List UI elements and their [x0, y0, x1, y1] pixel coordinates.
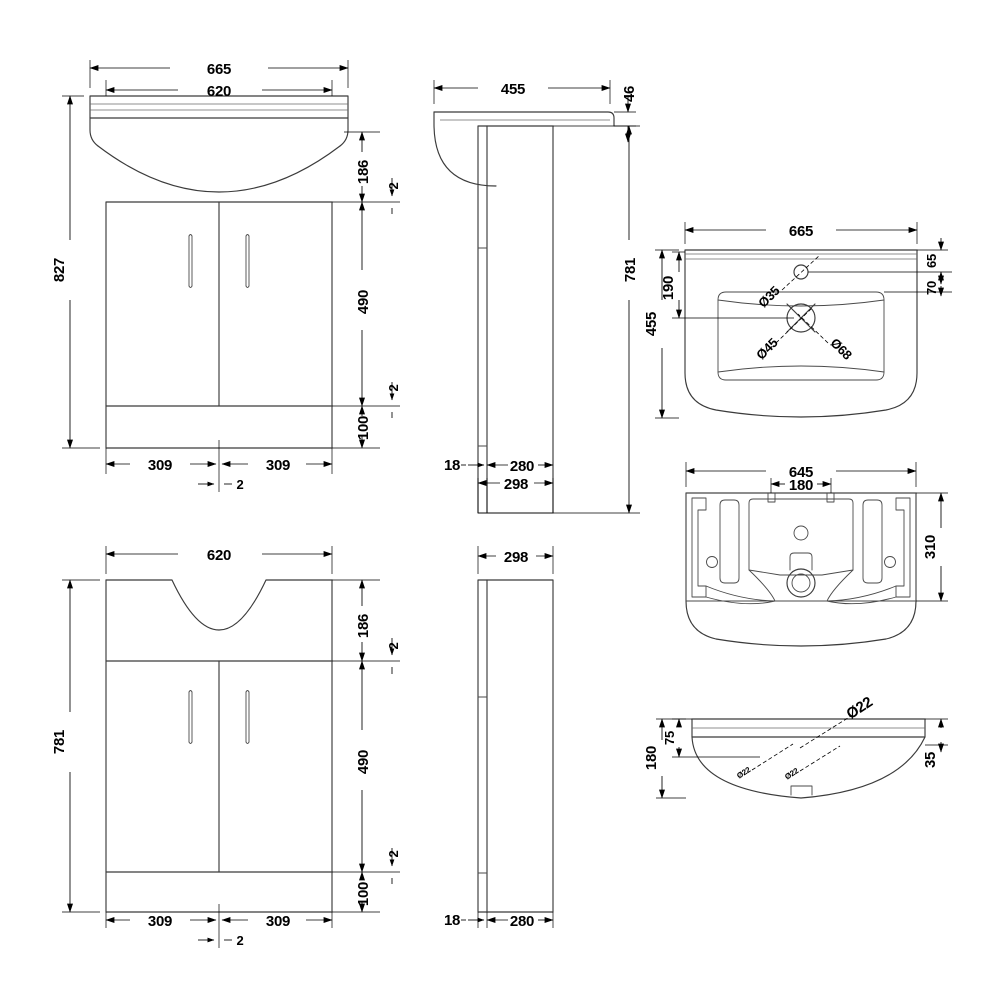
dim-label-781-cabinet: 781 — [51, 730, 68, 754]
dia22-callouts-basin-front: Ø22 Ø22 Ø22 — [735, 694, 875, 782]
dim-bottom-front: 309 309 2 — [105, 440, 333, 492]
dim-455-side: 455 — [433, 80, 611, 104]
dim-label-2-gap-front: 2 — [237, 477, 244, 492]
dim-665-plan: 665 — [684, 222, 918, 244]
dim-bottom-side: 18 280 298 — [444, 457, 554, 513]
dim-label-645-underside: 645 — [789, 464, 813, 481]
dim-298-cabinet: 298 — [477, 546, 554, 574]
dim-label-490-front: 490 — [355, 290, 372, 314]
dim-label-186-cabinet: 186 — [355, 614, 372, 638]
view-basin-front: 180 75 35 Ø22 Ø22 Ø22 — [643, 694, 948, 799]
dim-665-front: 665 — [89, 60, 349, 88]
dim-stack-cabinet-right: 186 2 490 2 100 — [332, 579, 401, 913]
dim-620-cabinet: 620 — [105, 546, 333, 574]
dim-781-cabinet: 781 — [51, 579, 100, 913]
dim-label-490-cabinet: 490 — [355, 750, 372, 774]
dim-label-309-left-cabinet: 309 — [148, 913, 172, 930]
dim-310-underside: 310 — [916, 492, 948, 602]
dim-label-665-plan: 665 — [789, 223, 813, 240]
dim-827-front: 827 — [51, 95, 100, 449]
front-basin-geometry — [89, 95, 349, 449]
view-basin-plan: 665 455 190 65 70 — [643, 222, 952, 419]
dim-label-2-bottom-cabinet: 2 — [386, 850, 401, 857]
dim-label-dia22-right: Ø22 — [783, 766, 801, 782]
dim-781-side: 781 — [553, 125, 640, 514]
dim-label-dia35: Ø35 — [755, 283, 782, 310]
dim-label-2-top-cabinet: 2 — [386, 642, 401, 649]
dim-label-310-underside: 310 — [922, 535, 939, 559]
dim-label-65-plan: 65 — [924, 254, 939, 268]
dim-label-455-side: 455 — [501, 81, 525, 98]
dim-bottom-cabinet: 309 309 2 — [105, 904, 333, 948]
dim-75-basin-front: 75 — [662, 718, 760, 758]
side-cabinet-geometry — [477, 579, 554, 913]
view-front-cabinet: 620 781 186 2 490 2 — [51, 546, 401, 948]
view-basin-underside: 645 180 310 — [685, 462, 948, 647]
dim-label-190-plan: 190 — [660, 276, 677, 300]
dim-label-309-left-front: 309 — [148, 457, 172, 474]
dim-label-186-front: 186 — [355, 160, 372, 184]
dim-label-180-basin-front: 180 — [643, 746, 660, 770]
dim-label-dia22-left: Ø22 — [735, 765, 753, 781]
dim-46-side: 46 — [614, 86, 638, 143]
dim-label-455-plan: 455 — [643, 312, 660, 336]
dim-35-basin-front: 35 — [922, 718, 948, 768]
dim-label-2-top-front: 2 — [386, 182, 401, 189]
dim-label-620: 620 — [207, 83, 231, 100]
dim-label-2-bottom-front: 2 — [386, 384, 401, 391]
dim-180-basin-front: 180 — [643, 718, 686, 799]
dim-label-309-right-cabinet: 309 — [266, 913, 290, 930]
view-side-with-basin: 455 46 781 18 280 — [433, 80, 640, 514]
dim-label-46-side: 46 — [621, 86, 638, 102]
dia-callouts-plan: Ø35 Ø45 Ø68 — [753, 254, 855, 363]
dim-label-18-cabinet: 18 — [444, 912, 460, 929]
dim-label-280-side: 280 — [510, 458, 534, 475]
side-basin-geometry — [433, 111, 615, 514]
dim-stack-front-right: 186 2 490 2 100 — [332, 131, 401, 449]
dim-label-18-side: 18 — [444, 457, 460, 474]
basin-front-geometry — [691, 718, 926, 799]
dim-label-35-basin-front: 35 — [922, 752, 939, 768]
dim-65-70-plan: 65 70 — [808, 238, 952, 297]
dim-bottom-side-cabinet: 18 280 — [444, 912, 554, 930]
dim-180-underside: 180 — [770, 477, 832, 494]
dim-label-620-cabinet: 620 — [207, 547, 231, 564]
basin-plan-geometry — [684, 249, 918, 418]
dim-label-100-front: 100 — [355, 416, 372, 440]
dim-label-298-cabinet: 298 — [504, 549, 528, 566]
dim-190-plan: 190 — [660, 251, 794, 319]
dim-label-309-right-front: 309 — [266, 457, 290, 474]
view-front-with-basin: 665 620 827 186 — [51, 60, 401, 492]
basin-underside-geometry — [685, 492, 917, 647]
dim-label-781-side: 781 — [622, 258, 639, 282]
dim-label-2-gap-cabinet: 2 — [237, 933, 244, 948]
front-cabinet-geometry — [105, 579, 333, 913]
dim-620-front: 620 — [105, 80, 333, 100]
dim-label-298-side: 298 — [504, 476, 528, 493]
dim-645-underside: 645 — [685, 462, 917, 487]
dim-label-665: 665 — [207, 61, 231, 78]
dim-455-plan: 455 — [643, 249, 679, 419]
dim-label-100-cabinet: 100 — [355, 882, 372, 906]
dim-label-280-cabinet: 280 — [510, 913, 534, 930]
dim-label-75-basin-front: 75 — [662, 731, 677, 745]
dim-label-827: 827 — [51, 258, 68, 282]
view-side-cabinet: 298 18 280 — [444, 546, 554, 930]
dim-label-70-plan: 70 — [924, 281, 939, 295]
dim-label-180-underside: 180 — [789, 477, 813, 494]
dim-label-dia45: Ø45 — [753, 335, 780, 362]
dim-label-dia68: Ø68 — [828, 335, 855, 362]
